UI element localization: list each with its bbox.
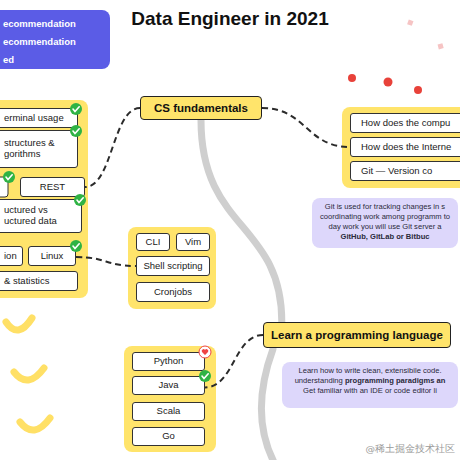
watermark: @稀土掘金技术社区 [366, 443, 456, 456]
node-text: Get familiar with an IDE or code editor … [288, 386, 452, 396]
node-text: Cronjobs [154, 287, 192, 298]
node-text: Git is used for tracking changes in s co… [320, 202, 450, 231]
node-text: CLI [146, 237, 161, 248]
node-text: REST [40, 182, 65, 193]
node-text: programming paradigms an [345, 376, 445, 385]
red-dot [384, 78, 393, 87]
road-line [261, 349, 276, 460]
cut-box [0, 177, 8, 197]
node-text: CS fundamentals [154, 102, 248, 114]
node-text: & statistics [4, 276, 73, 287]
node-text: How does the compu [361, 118, 460, 129]
group-panel [124, 346, 216, 452]
check-icon [70, 125, 82, 137]
language-box: Python [132, 352, 205, 371]
tool-box: Shell scripting [136, 256, 210, 276]
node-text: Git — Version co [361, 166, 460, 177]
road-connector [201, 120, 282, 322]
node-text: Shell scripting [143, 261, 202, 272]
pink-square [438, 43, 444, 49]
red-dot [348, 74, 356, 82]
node-text: ecommendation [3, 15, 110, 33]
tool-box: CLI [136, 233, 170, 251]
info-note: Learn how to write clean, extensibile co… [282, 362, 458, 408]
check-icon [70, 240, 82, 252]
node-text: ecommendation [3, 33, 110, 51]
legend-box: ecommendationecommendationed [0, 10, 110, 69]
language-box: Scala [132, 402, 205, 421]
topic-box: uctured vs uctured data [0, 199, 82, 233]
dashed-connector [85, 108, 140, 187]
topic-box: How does the Interne [350, 137, 460, 157]
pink-square [407, 19, 413, 25]
title: Data Engineer in 2021 [0, 8, 460, 30]
node-text: ed [3, 51, 110, 69]
check-icon [199, 370, 211, 382]
tool-box: Vim [176, 233, 210, 251]
node-text: Learn a programming language [271, 329, 443, 341]
node-text: Python [154, 356, 184, 367]
topic-box: erminal usage [0, 108, 78, 128]
topic-box: & statistics [0, 271, 78, 291]
node-text: Vim [185, 237, 201, 248]
topic-box: Linux [28, 246, 76, 266]
topic-box: structures & gorithms [0, 130, 78, 168]
node-text: uctured vs uctured data [4, 205, 67, 227]
dashed-connector [205, 335, 263, 387]
node-text: Java [158, 380, 178, 391]
topic-box: ion [0, 246, 23, 266]
topic-box: Git — Version co [350, 161, 460, 181]
info-note: Git is used for tracking changes in s co… [312, 198, 458, 248]
yellow-crescent [14, 368, 44, 380]
node-text: erminal usage [4, 113, 73, 124]
topic-box: How does the compu [350, 113, 460, 133]
heart-icon [199, 346, 211, 358]
yellow-crescent [6, 318, 32, 330]
dashed-connector [76, 257, 136, 266]
red-dot [414, 86, 422, 94]
node-text: Scala [157, 406, 181, 417]
check-icon [74, 194, 86, 206]
yellow-crescent [20, 418, 50, 430]
group-panel [128, 227, 216, 309]
group-panel [0, 100, 88, 298]
node-text: ion [4, 251, 18, 262]
main-topic: CS fundamentals [140, 96, 262, 120]
tool-box: Cronjobs [136, 282, 210, 302]
node-text: Linux [41, 251, 64, 262]
check-icon [70, 103, 82, 115]
topic-box: REST [20, 177, 85, 197]
node-text: GitHub, GitLab or Bitbuc [318, 232, 452, 242]
language-box: Go [132, 427, 205, 446]
main-topic: Learn a programming language [263, 322, 451, 348]
dashed-connector [262, 108, 350, 147]
check-icon [3, 171, 15, 183]
node-text: How does the Interne [361, 142, 460, 153]
node-text: Go [162, 431, 175, 442]
node-text: structures & gorithms [4, 138, 63, 160]
language-box: Java [132, 376, 205, 395]
